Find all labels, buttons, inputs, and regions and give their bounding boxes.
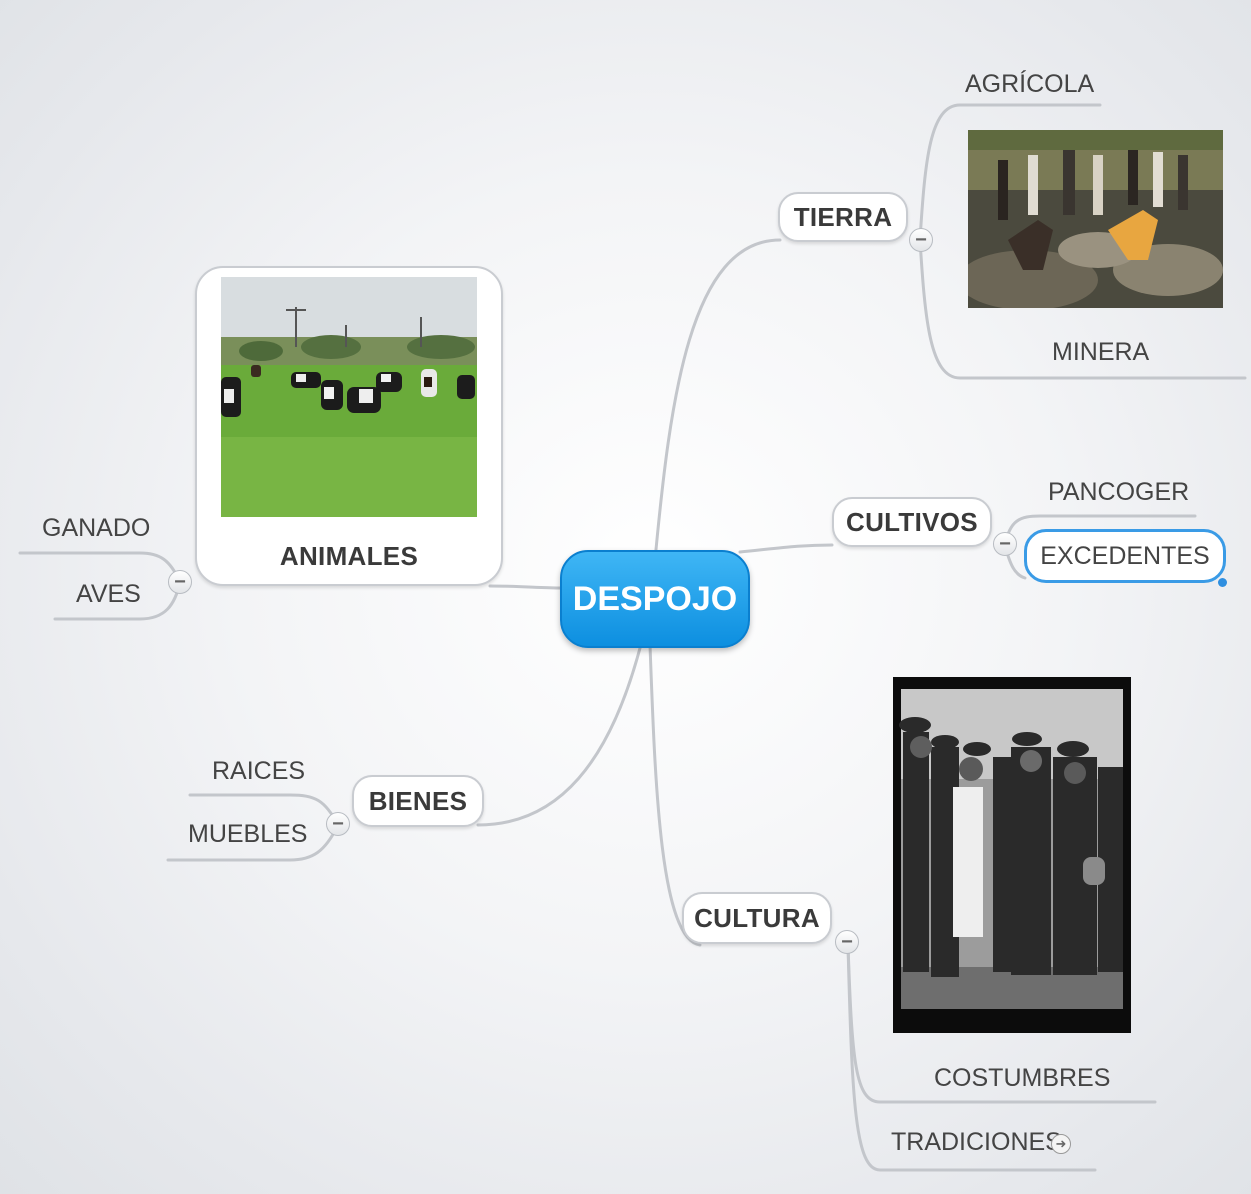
leaf-aves[interactable]: AVES — [76, 580, 141, 608]
leaf-ganado[interactable]: GANADO — [42, 514, 151, 542]
leaf-agricola[interactable]: AGRÍCOLA — [965, 70, 1095, 98]
collapse-cultivos-icon[interactable]: − — [993, 532, 1017, 556]
leaf-tradiciones[interactable]: TRADICIONES — [891, 1128, 1062, 1156]
topic-tierra-label: TIERRA — [793, 201, 893, 232]
topic-cultivos[interactable]: CULTIVOS — [832, 497, 992, 547]
mining-photo — [968, 130, 1223, 308]
collapse-tierra-icon[interactable]: − — [909, 228, 933, 252]
central-topic[interactable]: DESPOJO — [560, 550, 750, 648]
connector-cultivos — [738, 543, 834, 554]
collapse-cultura-icon[interactable]: − — [835, 930, 859, 954]
topic-cultivos-label: CULTIVOS — [846, 506, 978, 537]
goto-arrow-icon[interactable]: ➜ — [1051, 1134, 1071, 1154]
leaf-costumbres[interactable]: COSTUMBRES — [934, 1064, 1111, 1092]
connector-animales — [488, 584, 564, 590]
topic-cultura[interactable]: CULTURA — [682, 892, 832, 944]
topic-animales-label: ANIMALES — [279, 541, 419, 571]
leaf-excedentes-label: EXCEDENTES — [1040, 541, 1210, 570]
central-topic-label: DESPOJO — [572, 579, 738, 618]
leaf-pancoger[interactable]: PANCOGER — [1048, 478, 1190, 506]
leaf-muebles[interactable]: MUEBLES — [188, 820, 308, 848]
topic-bienes-label: BIENES — [368, 785, 468, 816]
people-photo — [893, 677, 1131, 1033]
topic-tierra[interactable]: TIERRA — [778, 192, 908, 242]
cattle-photo — [221, 277, 477, 517]
leaf-raices[interactable]: RAICES — [212, 757, 306, 785]
topic-bienes[interactable]: BIENES — [352, 775, 484, 827]
collapse-bienes-icon[interactable]: − — [326, 812, 350, 836]
connector-minera — [918, 238, 1247, 380]
leaf-minera[interactable]: MINERA — [1052, 338, 1150, 366]
leaf-excedentes[interactable]: EXCEDENTES — [1024, 529, 1226, 583]
collapse-animales-icon[interactable]: − — [168, 570, 192, 594]
selection-handle[interactable] — [1218, 578, 1227, 587]
topic-cultura-label: CULTURA — [694, 902, 820, 933]
connector-agricola — [918, 103, 1102, 242]
connector-ganado — [18, 551, 182, 584]
connector-bienes — [476, 646, 642, 827]
connector-tradiciones — [846, 943, 1097, 1172]
connector-tierra — [653, 238, 782, 562]
